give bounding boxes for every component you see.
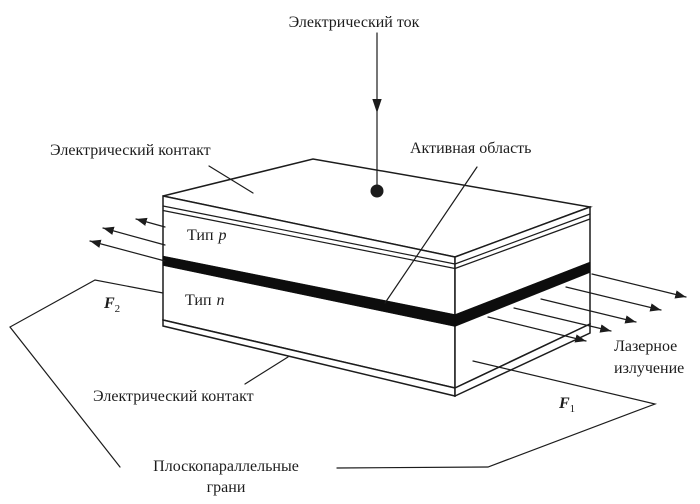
current-arrow [370,32,384,198]
active-region-label: Активная область [410,140,532,157]
f2-letter: F [104,295,115,312]
top-contact-label: Электрический контакт [50,142,211,159]
bottom-contact-leader [244,356,289,385]
f1-facet-leader [336,360,658,469]
top-contact-layer-lines [162,205,591,270]
active-layer-right [454,261,591,327]
type-p-prefix: Тип [187,227,214,244]
top-contact-leader [208,165,254,194]
facets-line2: грани [206,479,246,496]
type-n-prefix: Тип [185,292,212,309]
f2-facet-leader [9,279,164,468]
laser-emission-line1: Лазерное [614,338,678,355]
current-contact-dot [370,184,384,198]
active-region-leader [384,166,478,304]
facet-f1-label: F1 [559,394,575,419]
type-n-variable: n [216,292,225,309]
electric-current-label: Электрический ток [288,14,420,31]
f2-subscript: 2 [114,303,121,316]
laser-emission-label: Лазерное излучение [614,336,684,380]
diode-box [162,158,593,398]
f1-subscript: 1 [569,403,576,416]
f1-letter: F [559,395,570,412]
facets-line1: Плоскопараллельные [153,458,299,475]
laser-arrows-right [487,273,687,343]
facet-f2-label: F2 [104,294,120,319]
laser-emission-line2: излучение [614,360,685,377]
bottom-contact-slab [162,319,591,398]
laser-arrows-left [89,217,166,262]
facets-label: Плоскопараллельные грани [153,456,299,498]
type-p-variable: p [218,227,227,244]
bottom-contact-label: Электрический контакт [93,388,254,405]
